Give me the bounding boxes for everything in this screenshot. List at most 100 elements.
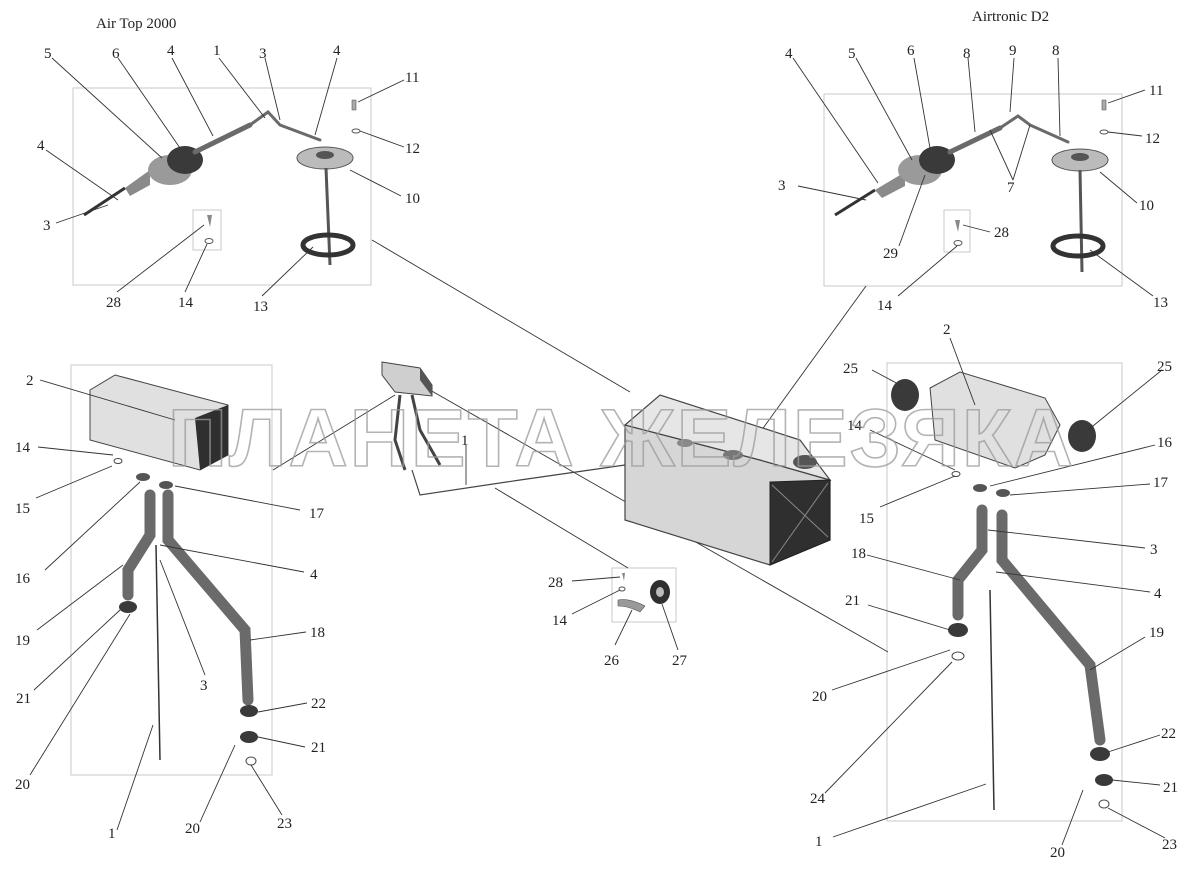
label-tl-3a: 3 bbox=[259, 46, 267, 62]
group-box-bottom-left bbox=[70, 364, 273, 776]
label-tl-4a: 4 bbox=[167, 43, 175, 59]
label-tl-10: 10 bbox=[405, 191, 420, 207]
label-tr-13: 13 bbox=[1153, 295, 1168, 311]
label-c-26: 26 bbox=[604, 653, 620, 669]
label-tl-4b: 4 bbox=[333, 43, 341, 59]
label-tr-12: 12 bbox=[1145, 131, 1160, 147]
group-box-bracket-right bbox=[943, 209, 971, 253]
label-bl-17: 17 bbox=[309, 506, 325, 522]
link-line-center bbox=[494, 487, 629, 569]
label-br-16: 16 bbox=[1157, 435, 1173, 451]
leaders-center bbox=[465, 445, 679, 651]
label-c-1: 1 bbox=[461, 433, 469, 449]
label-bl-16: 16 bbox=[15, 571, 31, 587]
label-bl-18: 18 bbox=[310, 625, 325, 641]
link-line-tl bbox=[371, 239, 631, 393]
label-c-27: 27 bbox=[672, 653, 688, 669]
label-bl-21a: 21 bbox=[16, 691, 31, 707]
label-tr-3: 3 bbox=[778, 178, 786, 194]
label-bl-15: 15 bbox=[15, 501, 30, 517]
group-box-bracket-left bbox=[192, 209, 222, 251]
label-bl-4: 4 bbox=[310, 567, 318, 583]
fuel-tank bbox=[623, 394, 832, 566]
label-br-4: 4 bbox=[1154, 586, 1162, 602]
label-tr-11: 11 bbox=[1149, 83, 1163, 99]
label-br-23: 23 bbox=[1162, 837, 1177, 853]
pipes-right bbox=[948, 471, 1113, 811]
watermark-text: ПЛАНЕТА ЖЕЛЕЗЯКА bbox=[168, 393, 1075, 484]
label-bl-21b: 21 bbox=[311, 740, 326, 756]
label-tl-3b: 3 bbox=[43, 218, 51, 234]
group-box-top-left bbox=[72, 87, 372, 286]
label-tr-4: 4 bbox=[785, 46, 793, 62]
label-br-18: 18 bbox=[851, 546, 866, 562]
label-br-3: 3 bbox=[1150, 542, 1158, 558]
label-bl-2: 2 bbox=[26, 373, 34, 389]
label-tr-5: 5 bbox=[848, 46, 856, 62]
leaders-tl bbox=[45, 57, 405, 297]
label-br-1: 1 bbox=[815, 834, 823, 850]
group-box-center-small bbox=[611, 567, 677, 623]
labels-center: 1 28 14 26 27 bbox=[461, 433, 688, 669]
label-bl-20a: 20 bbox=[15, 777, 30, 793]
label-br-24: 24 bbox=[810, 791, 826, 807]
heater-right bbox=[891, 371, 1096, 469]
label-tr-9: 9 bbox=[1009, 43, 1017, 59]
label-br-25a: 25 bbox=[843, 361, 858, 377]
pump-assembly-right bbox=[834, 99, 1109, 273]
label-br-22: 22 bbox=[1161, 726, 1176, 742]
group-box-bottom-right bbox=[886, 362, 1123, 822]
label-tr-6: 6 bbox=[907, 43, 915, 59]
label-tl-11: 11 bbox=[405, 70, 419, 86]
label-br-21b: 21 bbox=[1163, 780, 1178, 796]
label-br-14: 14 bbox=[847, 418, 863, 434]
heater-left bbox=[89, 374, 229, 471]
label-br-25b: 25 bbox=[1157, 359, 1172, 375]
label-br-20a: 20 bbox=[812, 689, 827, 705]
label-tl-5: 5 bbox=[44, 46, 52, 62]
label-tl-28: 28 bbox=[106, 295, 121, 311]
label-c-14: 14 bbox=[552, 613, 568, 629]
label-tl-12: 12 bbox=[405, 141, 420, 157]
label-br-21a: 21 bbox=[845, 593, 860, 609]
label-tl-13: 13 bbox=[253, 299, 268, 315]
label-bl-20b: 20 bbox=[185, 821, 200, 837]
label-bl-19: 19 bbox=[15, 633, 30, 649]
label-tr-8a: 8 bbox=[963, 46, 971, 62]
fuel-line-center bbox=[411, 464, 626, 496]
title-air-top-2000: Air Top 2000 bbox=[96, 16, 176, 32]
pipes-left bbox=[113, 458, 258, 766]
label-tl-4c: 4 bbox=[37, 138, 45, 154]
label-tr-7: 7 bbox=[1007, 180, 1015, 196]
labels-br: 2 25 25 14 16 15 17 18 3 4 21 19 20 22 2… bbox=[810, 322, 1178, 861]
label-bl-14: 14 bbox=[15, 440, 31, 456]
label-br-20b: 20 bbox=[1050, 845, 1065, 861]
center-parts bbox=[617, 573, 670, 613]
label-tl-6: 6 bbox=[112, 46, 120, 62]
label-bl-1: 1 bbox=[108, 826, 116, 842]
label-tr-29: 29 bbox=[883, 246, 898, 262]
link-line-bl bbox=[272, 394, 396, 471]
labels-tl: 5 6 4 1 3 4 11 12 4 10 3 28 14 13 bbox=[37, 43, 420, 315]
leaders-br bbox=[824, 337, 1166, 846]
labels-bl: 2 14 15 17 16 4 19 18 21 3 22 21 20 20 2… bbox=[15, 373, 326, 842]
labels-tr: 4 5 6 8 9 8 11 12 3 7 10 29 28 14 13 bbox=[778, 43, 1168, 314]
label-bl-3: 3 bbox=[200, 678, 208, 694]
controller-unit bbox=[381, 361, 442, 471]
label-br-2: 2 bbox=[943, 322, 951, 338]
label-tl-1: 1 bbox=[213, 43, 221, 59]
leaders-tr bbox=[792, 57, 1154, 297]
label-tr-10: 10 bbox=[1139, 198, 1154, 214]
label-tr-8b: 8 bbox=[1052, 43, 1060, 59]
label-bl-22: 22 bbox=[311, 696, 326, 712]
label-tr-28: 28 bbox=[994, 225, 1009, 241]
label-tl-14: 14 bbox=[178, 295, 194, 311]
title-airtronic-d2: Airtronic D2 bbox=[972, 9, 1049, 25]
label-br-15: 15 bbox=[859, 511, 874, 527]
label-c-28: 28 bbox=[548, 575, 563, 591]
label-tr-14: 14 bbox=[877, 298, 893, 314]
leaders-bl bbox=[29, 379, 308, 831]
label-br-17: 17 bbox=[1153, 475, 1169, 491]
label-bl-23: 23 bbox=[277, 816, 292, 832]
